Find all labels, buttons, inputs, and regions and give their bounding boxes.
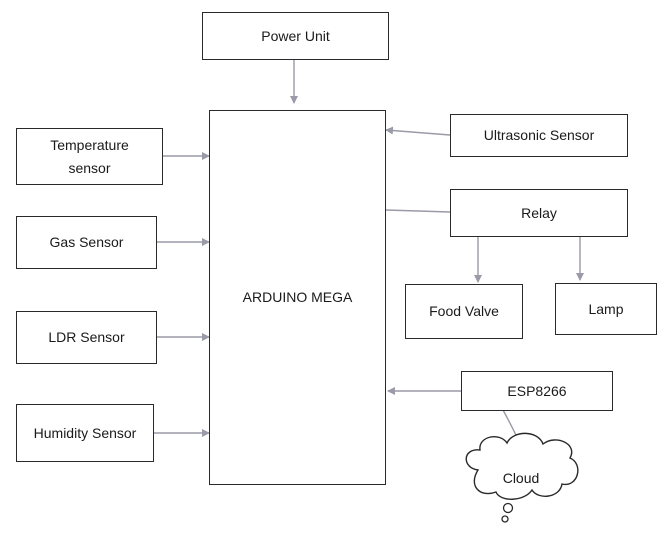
arduino-mega-box: ARDUINO MEGA: [209, 110, 386, 485]
temperature-sensor-box: Temperature sensor: [16, 128, 163, 185]
esp8266-label: ESP8266: [507, 382, 567, 399]
arrow-arduino-to-relay: [385, 209, 451, 213]
esp8266-box: ESP8266: [461, 371, 613, 411]
lamp-box: Lamp: [555, 283, 657, 335]
relay-box: Relay: [450, 189, 628, 237]
temperature-sensor-label: Temperature sensor: [50, 137, 129, 176]
ldr-sensor-label: LDR Sensor: [48, 329, 125, 346]
lamp-label: Lamp: [588, 300, 624, 317]
cloud-label: Cloud: [502, 470, 540, 486]
ultrasonic-sensor-box: Ultrasonic Sensor: [450, 114, 628, 157]
ldr-sensor-box: LDR Sensor: [16, 311, 157, 364]
food-valve-label: Food Valve: [429, 303, 499, 320]
humidity-sensor-box: Humidity Sensor: [16, 404, 154, 462]
cloud-shape: [465, 432, 579, 523]
gas-sensor-label: Gas Sensor: [49, 234, 124, 251]
relay-label: Relay: [521, 204, 557, 221]
arduino-mega-label: ARDUINO MEGA: [242, 289, 353, 306]
power-unit-box: Power Unit: [202, 12, 389, 60]
humidity-sensor-label: Humidity Sensor: [33, 424, 137, 441]
gas-sensor-box: Gas Sensor: [16, 216, 157, 269]
arrow-ultrasonic-to-arduino: [385, 126, 451, 136]
power-unit-label: Power Unit: [261, 27, 330, 44]
ultrasonic-sensor-label: Ultrasonic Sensor: [483, 127, 595, 144]
food-valve-box: Food Valve: [405, 284, 523, 339]
